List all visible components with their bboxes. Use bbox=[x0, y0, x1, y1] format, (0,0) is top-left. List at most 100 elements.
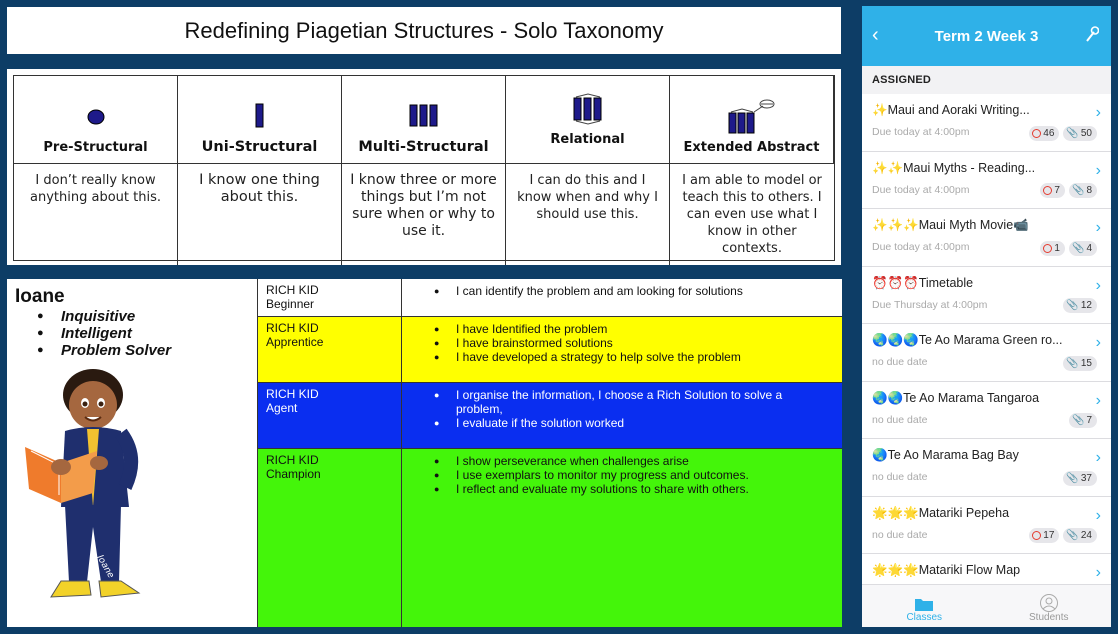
attachment-count: 8 bbox=[1086, 185, 1092, 196]
attachment-badge: 📎24 bbox=[1063, 528, 1097, 543]
solo-label: Relational bbox=[550, 132, 625, 147]
nav-title: Term 2 Week 3 bbox=[934, 27, 1039, 45]
due-date: no due date bbox=[872, 471, 928, 483]
level-row-apprentice: RICH KID Apprentice I have Identified th… bbox=[258, 317, 842, 383]
wrench-icon[interactable] bbox=[1085, 26, 1100, 47]
assignment-title: 🌟🌟🌟Matariki Pepeha bbox=[872, 505, 1010, 520]
paperclip-icon: 📎 bbox=[1071, 242, 1085, 254]
assignment-row[interactable]: ✨✨✨Maui Myth Movie📹 Due today at 4:00pm › 1… bbox=[862, 209, 1111, 267]
attachment-count: 37 bbox=[1080, 472, 1092, 484]
solo-desc-multi-structural: I know three or more things but I’m not … bbox=[342, 164, 506, 265]
chevron-right-icon[interactable]: › bbox=[1095, 219, 1101, 236]
assignment-row[interactable]: ✨✨Maui Myths - Reading...Due today at 4:… bbox=[862, 151, 1111, 209]
level-row-champion: RICH KID Champion I show perseverance wh… bbox=[258, 449, 842, 627]
character-name: Ioane bbox=[15, 286, 65, 307]
tab-students[interactable]: Students bbox=[987, 585, 1112, 627]
assignment-title: ✨Maui and Aoraki Writing... bbox=[872, 103, 1030, 117]
tab-label: Classes bbox=[906, 612, 943, 623]
todo-badge: 1 bbox=[1040, 240, 1065, 256]
mobile-app-panel: ‹ Term 2 Week 3 ASSIGNED ✨Maui and Aorak… bbox=[862, 6, 1111, 627]
badge-group: 📎15 bbox=[1063, 355, 1097, 371]
assignment-title: 🌏🌏🌏Te Ao Marama Green ro... bbox=[872, 333, 1063, 347]
attachment-badge: 📎37 bbox=[1063, 470, 1097, 486]
solo-header-relational: Relational bbox=[506, 76, 670, 164]
assignment-row[interactable]: 🌏🌏🌏Te Ao Marama Green ro... no due date › 📎… bbox=[862, 324, 1111, 382]
badge-group: 📎7 bbox=[1068, 413, 1097, 428]
due-date: Due Thursday at 4:00pm bbox=[872, 298, 988, 311]
attachment-badge: 📎12 bbox=[1063, 298, 1097, 313]
level-points: I show perseverance when challenges aris… bbox=[402, 449, 842, 627]
badge-group: 📎12 bbox=[1063, 298, 1097, 313]
solo-desc-relational: I can do this and I know when and why I … bbox=[506, 164, 670, 265]
chevron-right-icon[interactable]: › bbox=[1095, 334, 1101, 351]
chevron-right-icon[interactable]: › bbox=[1095, 506, 1101, 524]
attachment-count: 7 bbox=[1086, 415, 1092, 426]
assignment-title: 🌏Te Ao Marama Bag Bay bbox=[872, 448, 1019, 462]
level-point: I show perseverance when challenges aris… bbox=[434, 454, 842, 468]
boy-reading-illustration: Ioane bbox=[25, 369, 141, 598]
solo-taxonomy-table: Pre-Structural Uni-Structural Multi-Stru… bbox=[7, 69, 841, 265]
attachment-badge: 📎15 bbox=[1063, 355, 1097, 371]
paperclip-icon: 📎 bbox=[1066, 357, 1079, 369]
todo-count: 17 bbox=[1043, 530, 1055, 541]
paperclip-icon: 📎 bbox=[1071, 415, 1085, 426]
assignment-title: 🌏🌏Te Ao Marama Tangaroa bbox=[872, 390, 1040, 405]
tab-classes[interactable]: Classes bbox=[862, 585, 987, 627]
page-title: Redefining Piagetian Structures - Solo T… bbox=[7, 7, 841, 54]
level-row-agent: RICH KID Agent I organise the informatio… bbox=[258, 383, 842, 449]
attachment-badge: 📎4 bbox=[1068, 240, 1097, 256]
paperclip-icon: 📎 bbox=[1066, 127, 1079, 139]
solo-desc-uni-structural: I know one thing about this. bbox=[178, 164, 342, 265]
todo-ring-icon bbox=[1043, 186, 1053, 195]
trait-item: Inquisitive bbox=[37, 308, 171, 325]
solo-label: Pre-Structural bbox=[43, 140, 148, 155]
todo-count: 1 bbox=[1054, 242, 1060, 254]
chevron-right-icon[interactable]: › bbox=[1095, 449, 1101, 466]
todo-ring-icon bbox=[1032, 128, 1042, 138]
todo-ring-icon bbox=[1032, 531, 1042, 540]
todo-badge: 46 bbox=[1029, 125, 1060, 141]
level-name: RICH KID Beginner bbox=[258, 279, 402, 316]
chevron-right-icon[interactable]: › bbox=[1095, 161, 1101, 179]
rich-kid-levels: RICH KID Beginner I can identify the pro… bbox=[257, 279, 842, 627]
trait-list: Inquisitive Intelligent Problem Solver bbox=[37, 308, 171, 359]
chevron-right-icon[interactable]: › bbox=[1095, 564, 1101, 581]
rich-kid-section: Ioane Inquisitive Intelligent Problem So… bbox=[7, 279, 842, 627]
assignment-row[interactable]: ✨Maui and Aoraki Writing... Due today at … bbox=[862, 94, 1111, 152]
single-bar-icon bbox=[254, 99, 266, 133]
attachment-count: 4 bbox=[1086, 242, 1092, 254]
solo-header-multi-structural: Multi-Structural bbox=[342, 76, 506, 164]
level-point: I evaluate if the solution worked bbox=[434, 416, 828, 430]
folder-icon bbox=[915, 599, 934, 611]
level-point: I organise the information, I choose a R… bbox=[434, 388, 828, 416]
badge-group: 1 📎4 bbox=[1040, 240, 1097, 256]
solo-label: Multi-Structural bbox=[358, 139, 489, 155]
chevron-left-icon[interactable]: ‹ bbox=[872, 24, 879, 46]
badge-group: 7📎8 bbox=[1040, 183, 1097, 198]
paperclip-icon: 📎 bbox=[1066, 300, 1079, 311]
connected-bars-icon bbox=[571, 92, 605, 126]
chevron-right-icon[interactable]: › bbox=[1095, 276, 1101, 294]
due-date: Due today at 4:00pm bbox=[872, 241, 970, 253]
due-date: no due date bbox=[872, 413, 928, 426]
level-row-beginner: RICH KID Beginner I can identify the pro… bbox=[258, 279, 842, 317]
chevron-right-icon[interactable]: › bbox=[1095, 391, 1101, 409]
tab-bar: Classes Students bbox=[862, 584, 1111, 627]
due-date: Due today at 4:00pm bbox=[872, 126, 970, 138]
paperclip-icon: 📎 bbox=[1066, 472, 1079, 484]
attachment-badge: 📎8 bbox=[1068, 183, 1097, 198]
three-bars-icon bbox=[409, 99, 439, 133]
assignment-title: ✨✨Maui Myths - Reading... bbox=[872, 160, 1036, 175]
assignment-title: ✨✨✨Maui Myth Movie📹 bbox=[872, 218, 1029, 232]
attachment-badge: 📎50 bbox=[1063, 125, 1097, 141]
assignment-row[interactable]: 🌏🌏Te Ao Marama Tangaroa no due date › 📎7 bbox=[862, 381, 1111, 439]
due-date: no due date bbox=[872, 356, 928, 368]
solo-desc-pre-structural: I don’t really know anything about this. bbox=[14, 164, 178, 265]
level-point: I reflect and evaluate my solutions to s… bbox=[434, 482, 842, 496]
solo-label: Uni-Structural bbox=[201, 139, 318, 155]
chevron-right-icon[interactable]: › bbox=[1095, 104, 1101, 121]
assignment-row[interactable]: 🌏Te Ao Marama Bag Bay no due date › 📎37 bbox=[862, 439, 1111, 497]
level-points: I organise the information, I choose a R… bbox=[402, 383, 842, 448]
